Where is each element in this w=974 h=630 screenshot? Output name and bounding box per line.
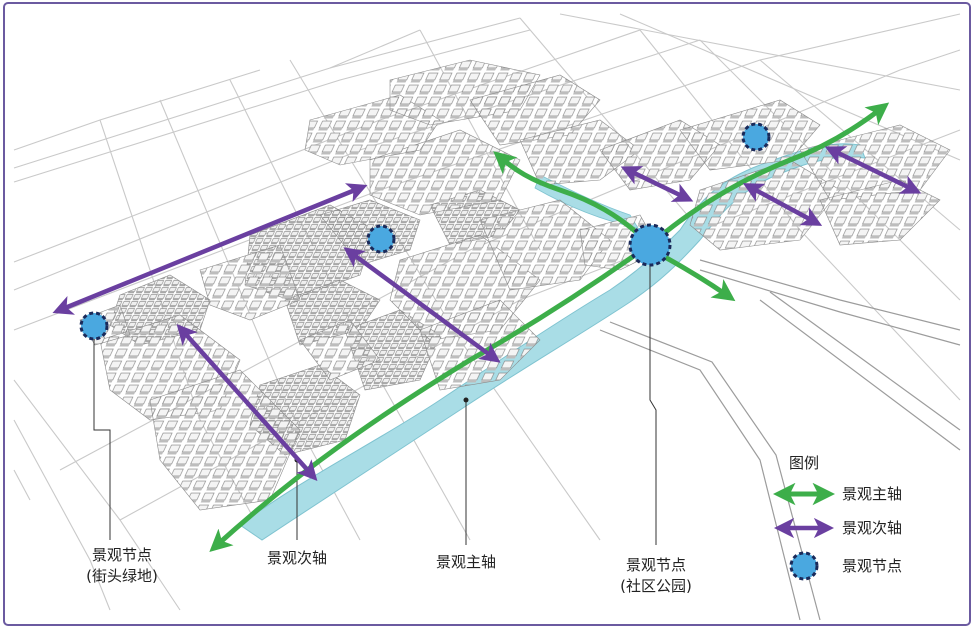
node-northeast (741, 122, 771, 152)
leader-lines (93, 260, 657, 545)
main-axis-line-southwest (209, 245, 648, 553)
legend-label-main-axis: 景观主轴 (842, 485, 902, 503)
secondary-axis-line-ne1 (620, 166, 694, 202)
secondary-axis-arrows (52, 146, 922, 482)
legend-title: 图例 (789, 454, 819, 472)
label-node-park-sub: (社区公园) (620, 577, 692, 595)
label-node-street: 景观节点 (92, 546, 152, 564)
leader-dot-main (463, 397, 469, 403)
secondary-axis-line-middle (343, 247, 501, 363)
landscape-nodes (79, 122, 771, 341)
secondary-axis-line-ne3 (824, 146, 922, 194)
node-street-green (79, 311, 109, 341)
main-axis-line-northeast (647, 102, 890, 248)
secondary-axis-line-left (176, 323, 318, 482)
legend: 图例 景观主轴 景观次轴 景观节点 (773, 454, 902, 581)
legend-label-node: 景观节点 (842, 557, 902, 575)
node-community-park (628, 223, 672, 267)
node-central (366, 224, 396, 254)
main-axis-line-north (493, 151, 651, 246)
node-circle-icon (789, 551, 819, 581)
secondary-axis-line-top (52, 183, 368, 315)
legend-label-secondary-axis: 景观次轴 (842, 519, 902, 537)
secondary-axis-line-ne2 (742, 183, 823, 226)
label-main-axis: 景观主轴 (436, 553, 496, 571)
label-node-park: 景观节点 (626, 556, 686, 574)
label-node-street-sub: (街头绿地) (86, 567, 158, 585)
label-secondary-axis: 景观次轴 (267, 549, 327, 567)
